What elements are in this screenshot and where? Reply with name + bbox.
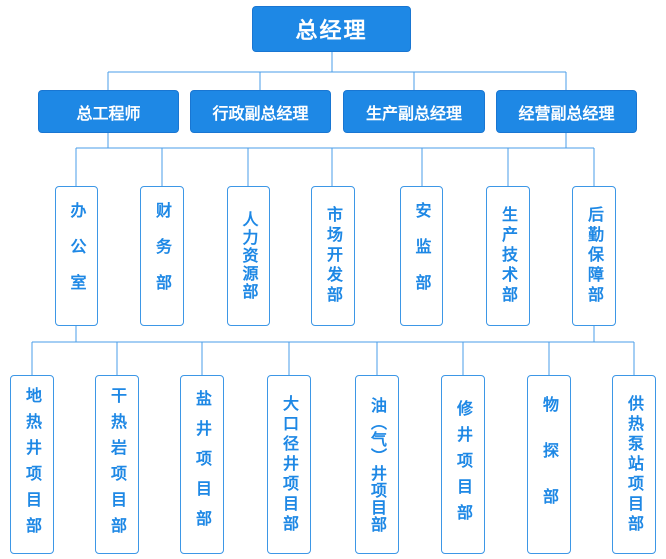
deputy-label: 总工程师 (76, 103, 141, 123)
project-label: 地热井项目部 (23, 386, 42, 543)
deputy-label: 生产副总经理 (365, 103, 462, 123)
department-box: 生产技术部 (486, 186, 530, 326)
deputy-production-box: 生产副总经理 (343, 90, 485, 133)
project-label: 供热泵站项目部 (625, 394, 644, 535)
department-label: 后勤保障部 (585, 206, 604, 306)
project-label: 物探部 (540, 395, 559, 534)
department-box: 财务部 (140, 186, 184, 326)
deputy-label: 行政副总经理 (212, 103, 309, 123)
project-box: 大口径井项目部 (267, 375, 311, 554)
project-box: 干热岩项目部 (95, 375, 139, 554)
department-box: 市场开发部 (311, 186, 355, 326)
department-label: 人力资源部 (239, 211, 259, 301)
deputy-admin-box: 行政副总经理 (190, 90, 331, 133)
department-label: 财务部 (153, 202, 172, 310)
project-label: 干热岩项目部 (108, 386, 127, 543)
project-label: 油（气）井项目部 (368, 396, 387, 533)
department-box: 安监部 (400, 186, 443, 326)
department-label: 生产技术部 (499, 206, 518, 306)
project-label: 修井项目部 (454, 399, 473, 530)
general-manager-box: 总经理 (252, 6, 411, 52)
project-label: 大口径井项目部 (280, 394, 299, 535)
department-label: 办公室 (67, 202, 87, 310)
department-box: 人力资源部 (227, 186, 270, 326)
project-label: 盐井项目部 (193, 389, 212, 540)
general-manager-label: 总经理 (295, 19, 368, 44)
project-box: 油（气）井项目部 (355, 375, 399, 554)
deputy-label: 经营副总经理 (518, 103, 615, 123)
department-box: 后勤保障部 (572, 186, 616, 326)
deputy-chief-engineer-box: 总工程师 (38, 90, 179, 133)
project-box: 物探部 (527, 375, 571, 554)
deputy-business-box: 经营副总经理 (496, 90, 637, 133)
project-box: 地热井项目部 (10, 375, 54, 554)
department-label: 安监部 (412, 202, 432, 310)
project-box: 盐井项目部 (180, 375, 224, 554)
department-box: 办公室 (55, 186, 98, 326)
project-box: 修井项目部 (441, 375, 485, 554)
department-label: 市场开发部 (324, 206, 343, 306)
project-box: 供热泵站项目部 (612, 375, 656, 554)
